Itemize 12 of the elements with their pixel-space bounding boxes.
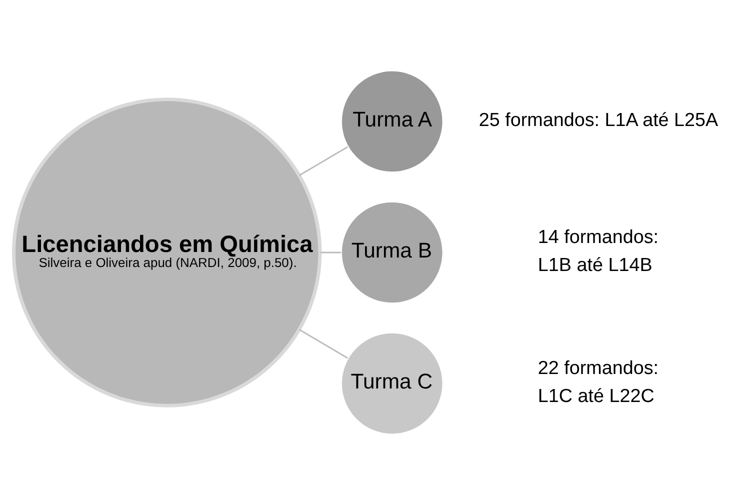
node-label: 25 formandos: L1A até L25A xyxy=(478,109,718,130)
node-circle: Turma A xyxy=(340,70,444,172)
node-label: 22 formandos: xyxy=(538,357,659,378)
node-circle: Turma B xyxy=(340,200,444,304)
connector xyxy=(298,146,348,176)
node-circle: Licenciandos em Química Silveira e Oliveira apud (NARDI, 2009, p.50). xyxy=(12,97,322,407)
connector xyxy=(298,328,348,358)
node-label: 14 formandos: xyxy=(538,226,659,248)
connector xyxy=(320,251,342,253)
node-label: L1C até L22C xyxy=(538,386,654,407)
node-circle: Turma C xyxy=(340,332,444,434)
node-label: L1B até L14B xyxy=(538,254,652,276)
